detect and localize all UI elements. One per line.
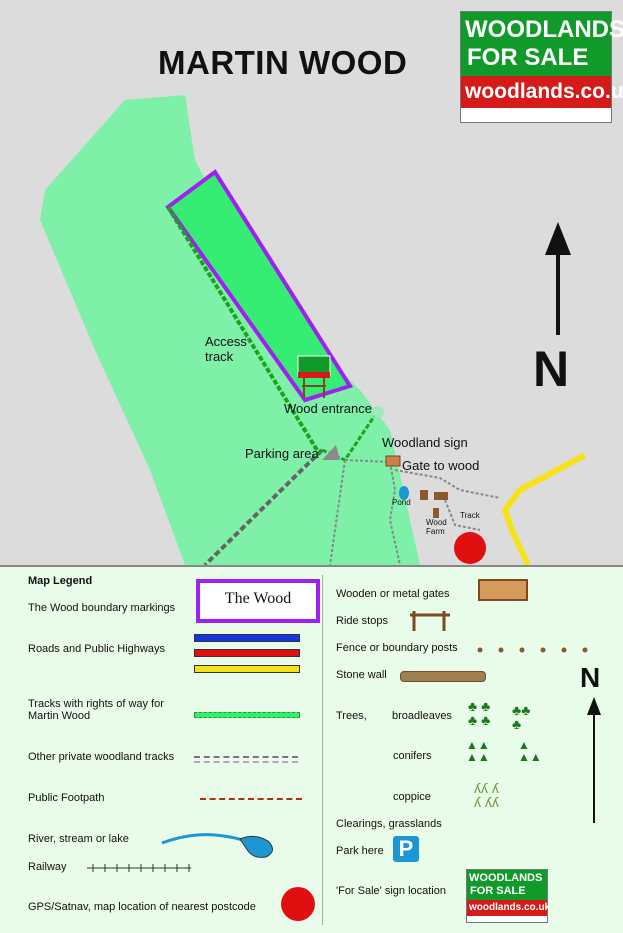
park-icon: P	[393, 836, 419, 862]
farm-building-1	[420, 490, 428, 500]
broadleaf-tree-icon: ♣ ♣♣ ♣	[468, 698, 491, 728]
woodlands-logo: WOODLANDS FOR SALE woodlands.co.uk	[460, 11, 623, 123]
legend-conifers-label: conifers	[393, 750, 432, 762]
fence-post-icon	[477, 647, 588, 653]
legend-logo-line-2: FOR SALE	[467, 885, 547, 900]
legend-divider	[322, 575, 323, 925]
legend-wood-box: The Wood	[196, 579, 320, 623]
ride-stop-icon	[410, 611, 450, 631]
legend-river-label: River, stream or lake	[28, 833, 129, 845]
legend-broadleaves-label: broadleaves	[392, 710, 452, 722]
legend-coppice-label: coppice	[393, 791, 431, 803]
legend-private-tracks-label: Other private woodland tracks	[28, 751, 175, 763]
north-label: N	[533, 341, 570, 397]
postcode-marker	[454, 532, 486, 564]
legend-tracks-label: Tracks with rights of way for Martin Woo…	[28, 698, 164, 722]
legend-heading: Map Legend	[28, 575, 93, 587]
legend-logo-line-3: woodlands.co.uk	[467, 900, 550, 916]
farm-building-2	[434, 492, 448, 500]
legend-trees-label: Trees,	[336, 710, 367, 722]
legend-road-yellow	[194, 665, 300, 673]
woodland-area	[40, 95, 420, 565]
parking-area-shape	[322, 445, 340, 460]
coppice-icon: ʎʎ ʎ ʎ ʎʎ	[474, 780, 499, 810]
pond-shape	[399, 486, 409, 500]
the-wood-boundary	[165, 169, 354, 403]
legend-postcode-label: GPS/Satnav, map location of nearest post…	[28, 901, 256, 913]
label-wood-farm: Wood Farm	[426, 518, 447, 536]
legend-north-label: N	[580, 662, 601, 693]
legend-north-arrow	[587, 697, 601, 823]
legend-postcode-marker	[281, 887, 315, 921]
private-track-2	[344, 459, 401, 565]
stone-wall-icon	[400, 671, 486, 682]
legend-for-sale-logo: WOODLANDS FOR SALE woodlands.co.uk	[466, 869, 550, 923]
legend-clearings-label: Clearings, grasslands	[336, 818, 442, 830]
gate-icon	[385, 455, 401, 467]
wood-entrance-marker	[372, 406, 384, 418]
legend-private-track-line	[194, 756, 298, 763]
logo-line-1: WOODLANDS	[461, 12, 623, 44]
legend-river-icon	[161, 833, 273, 858]
logo-line-2: FOR SALE	[461, 44, 611, 76]
conifer-tree-icon: ▲▲ ▲▲	[466, 738, 490, 764]
legend-railway-label: Railway	[28, 861, 67, 873]
label-access-track: Access track	[205, 334, 247, 364]
yellow-road	[501, 452, 587, 565]
legend-fence-label: Fence or boundary posts	[336, 642, 458, 654]
private-track-3	[394, 469, 501, 499]
north-arrow-head	[545, 222, 571, 255]
legend-road-blue	[194, 634, 300, 642]
label-gate-to-wood: Gate to wood	[402, 458, 480, 473]
legend-track-line	[194, 712, 300, 718]
gate-icon-legend	[478, 579, 528, 601]
legend-gates-label: Wooden or metal gates	[336, 588, 450, 600]
railway-line	[203, 448, 324, 565]
map-area: MARTIN WOOD WOODLANDS FOR SALE woodlands…	[0, 11, 623, 567]
label-woodland-sign: Woodland sign	[382, 435, 468, 450]
legend-boundary-label: The Wood boundary markings	[28, 602, 176, 614]
legend-roads-label: Roads and Public Highways	[28, 643, 165, 655]
logo-line-3: woodlands.co.uk	[461, 76, 623, 108]
legend-footpath-label: Public Footpath	[28, 792, 105, 804]
map-canvas	[40, 95, 587, 565]
map-title: MARTIN WOOD	[158, 44, 408, 81]
legend-wood-box-text: The Wood	[224, 590, 292, 607]
legend-railway-icon	[87, 864, 191, 872]
legend-footpath-line	[200, 798, 302, 800]
farm-building-3	[433, 508, 439, 518]
legend-park-label: Park here	[336, 845, 384, 857]
label-track: Track	[460, 511, 480, 520]
legend-logo-line-1: WOODLANDS	[467, 870, 547, 885]
broadleaf-tree-icon: ♣♣ ♣	[512, 702, 531, 732]
label-parking-area: Parking area	[245, 446, 319, 461]
legend-for-sale-label: 'For Sale' sign location	[336, 885, 446, 897]
label-wood-entrance: Wood entrance	[284, 401, 372, 416]
private-track-1	[329, 459, 346, 565]
label-pond: Pond	[392, 498, 411, 507]
legend-ride-stops-label: Ride stops	[336, 615, 388, 627]
private-track-4	[444, 499, 481, 531]
map-legend: Map Legend The Wood boundary markings Th…	[0, 567, 623, 933]
access-track-line	[166, 205, 322, 457]
conifer-tree-icon: ▲▲▲	[518, 738, 542, 764]
legend-stone-wall-label: Stone wall	[336, 669, 387, 681]
legend-road-red	[194, 649, 300, 657]
